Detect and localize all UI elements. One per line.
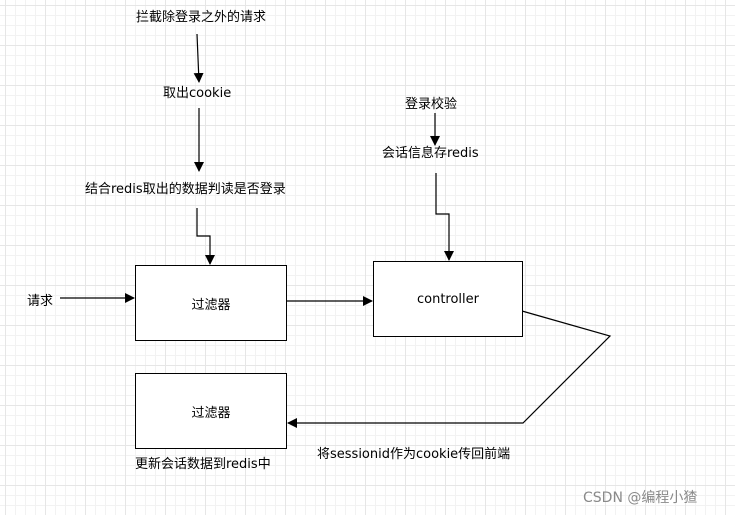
label-take-cookie: 取出cookie [163,86,232,101]
label-intercept: 拦截除登录之外的请求 [136,10,267,25]
filter-box-bottom-label: 过滤器 [191,405,231,421]
arrow-session-to-controller [435,173,454,261]
label-combine-redis: 结合redis取出的数据判读是否登录 [85,182,286,197]
arrow-controller-to-filter-bottom [287,310,612,428]
controller-box: controller [373,261,523,337]
filter-box-top: 过滤器 [135,265,287,341]
label-login-check: 登录校验 [405,97,458,112]
controller-box-label: controller [416,291,480,307]
arrow-judge-to-filter [196,208,215,265]
label-session-store: 会话信息存redis [382,146,479,161]
arrow-intercept-to-cookie [193,33,204,83]
filter-box-bottom: 过滤器 [135,373,287,449]
filter-box-top-label: 过滤器 [191,297,231,313]
label-return-cookie: 将sessionid作为cookie传回前端 [317,447,511,462]
label-request: 请求 [27,294,54,309]
watermark: CSDN @编程小猹 [583,490,698,506]
label-update-session: 更新会话数据到redis中 [135,457,271,472]
